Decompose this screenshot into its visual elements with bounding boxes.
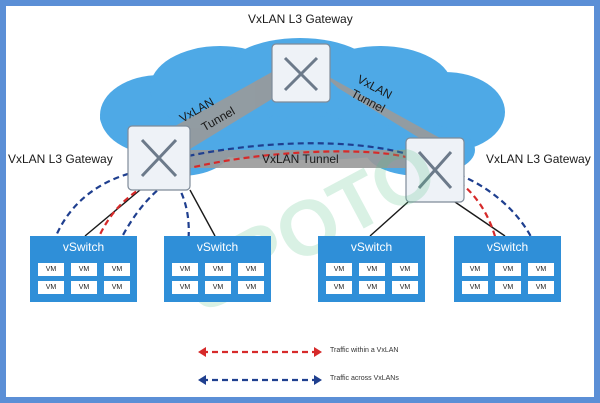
vm: VM [392, 281, 418, 294]
vm: VM [495, 263, 521, 276]
legend-across-label: Traffic across VxLANs [330, 375, 399, 382]
tunnel-label-middle: VxLAN Tunnel [262, 152, 339, 166]
vm: VM [104, 263, 130, 276]
vswitch-2: vSwitch VM VM VM VM VM VM [164, 236, 271, 302]
vswitch-label: vSwitch [350, 240, 393, 254]
vswitch-label: vSwitch [486, 240, 529, 254]
vm: VM [359, 281, 385, 294]
legend-swatches [202, 350, 318, 382]
vm: VM [172, 281, 198, 294]
vm: VM [359, 263, 385, 276]
vm: VM [205, 263, 231, 276]
vm: VM [462, 263, 488, 276]
legend-arrowheads [198, 347, 322, 385]
vm: VM [71, 281, 97, 294]
vm: VM [326, 281, 352, 294]
vm: VM [495, 281, 521, 294]
vm: VM [238, 281, 264, 294]
vm: VM [104, 281, 130, 294]
vm: VM [38, 281, 64, 294]
vswitch-4: vSwitch VM VM VM VM VM VM [454, 236, 561, 302]
vm: VM [71, 263, 97, 276]
gateway-label-left: VxLAN L3 Gateway [8, 152, 113, 166]
vm: VM [238, 263, 264, 276]
gateway-device-right [405, 137, 465, 203]
vswitch-label: vSwitch [62, 240, 105, 254]
legend-within-label: Traffic within a VxLAN [330, 347, 399, 354]
vm: VM [528, 281, 554, 294]
gateway-label-top: VxLAN L3 Gateway [248, 12, 353, 26]
vm: VM [38, 263, 64, 276]
vswitch-3: vSwitch VM VM VM VM VM VM [318, 236, 425, 302]
vswitch-1: vSwitch VM VM VM VM VM VM [30, 236, 137, 302]
vm: VM [462, 281, 488, 294]
vm: VM [326, 263, 352, 276]
vm: VM [528, 263, 554, 276]
vm: VM [205, 281, 231, 294]
vm: VM [172, 263, 198, 276]
gateway-device-top [271, 43, 331, 103]
gateway-label-right: VxLAN L3 Gateway [486, 152, 591, 166]
vm: VM [392, 263, 418, 276]
gateway-device-left [127, 125, 191, 191]
vswitch-label: vSwitch [196, 240, 239, 254]
